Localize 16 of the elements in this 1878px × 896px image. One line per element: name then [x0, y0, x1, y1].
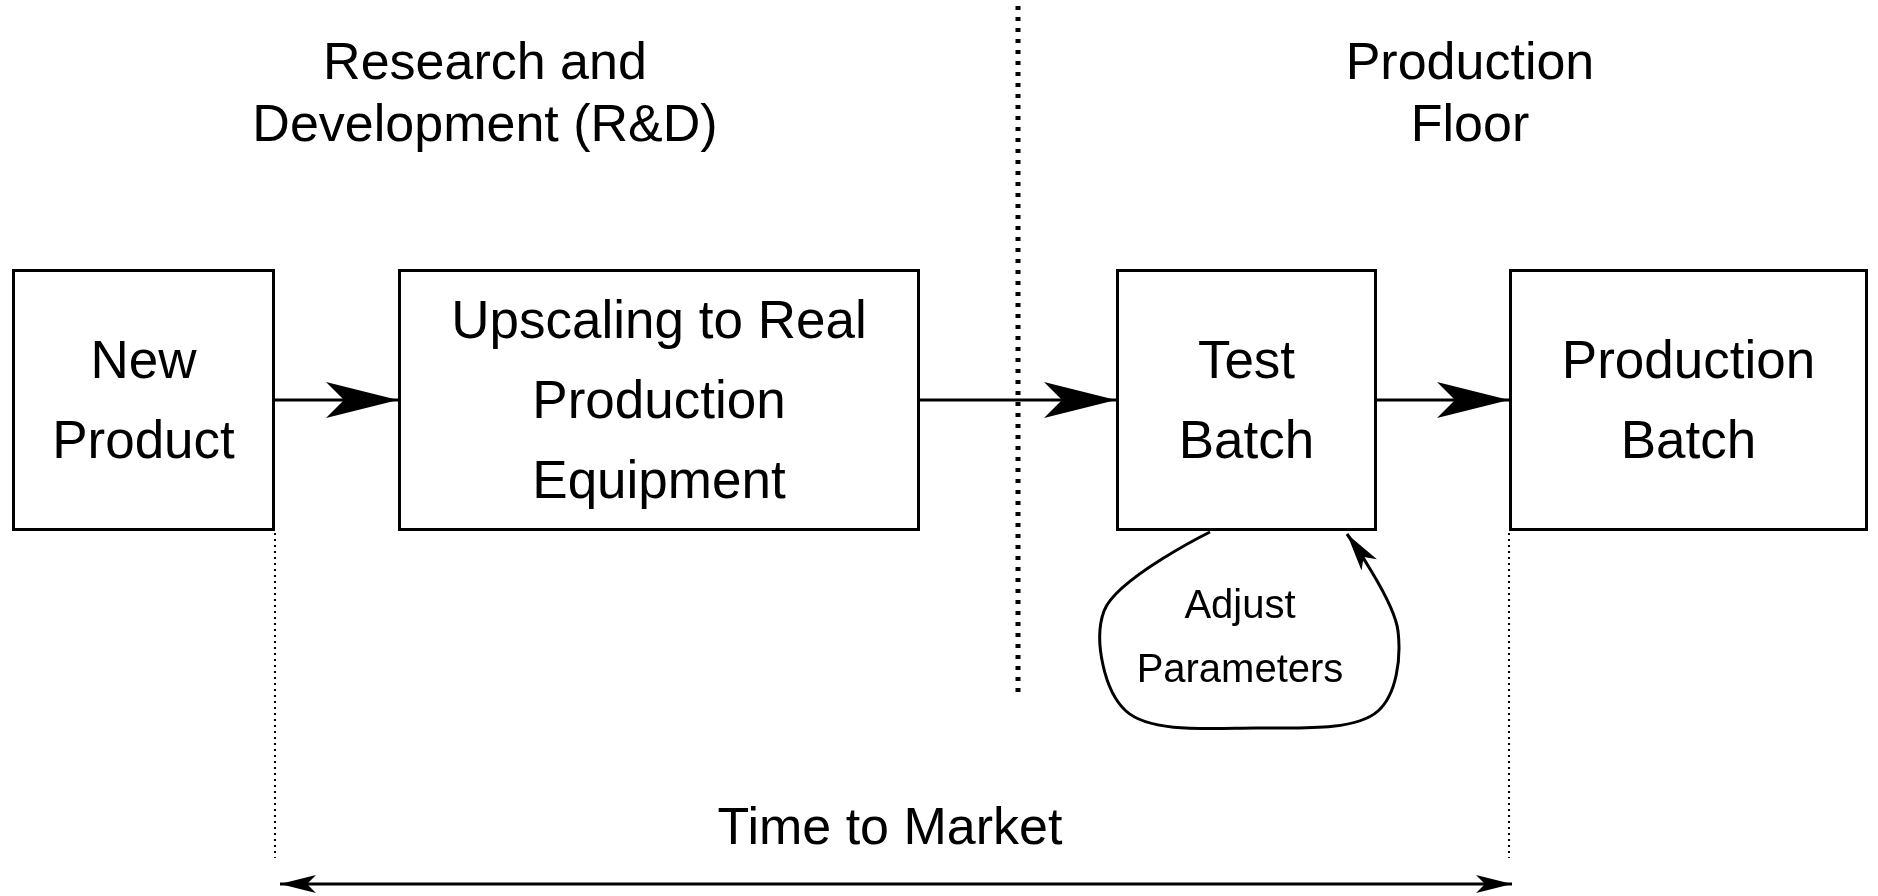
process-box — [1116, 269, 1377, 531]
box-label: New Product — [51, 329, 236, 471]
process-box — [12, 269, 275, 531]
process-box — [1509, 269, 1868, 531]
arrow — [275, 382, 398, 418]
box-label: Upscaling to Real Production Equipment — [450, 289, 868, 511]
arrow — [1377, 382, 1509, 418]
box-label: Test Batch — [1177, 329, 1316, 471]
edge-label: Adjust Parameters — [1135, 581, 1345, 692]
dimension-label: Time to Market — [716, 796, 1064, 857]
loop-arrow — [1098, 530, 1401, 731]
process-box — [398, 269, 920, 531]
arrow — [920, 382, 1116, 418]
section-heading: Research and Development (R&D) — [251, 31, 719, 155]
box-label: Production Batch — [1560, 329, 1817, 471]
section-heading: Production Floor — [1344, 31, 1596, 155]
